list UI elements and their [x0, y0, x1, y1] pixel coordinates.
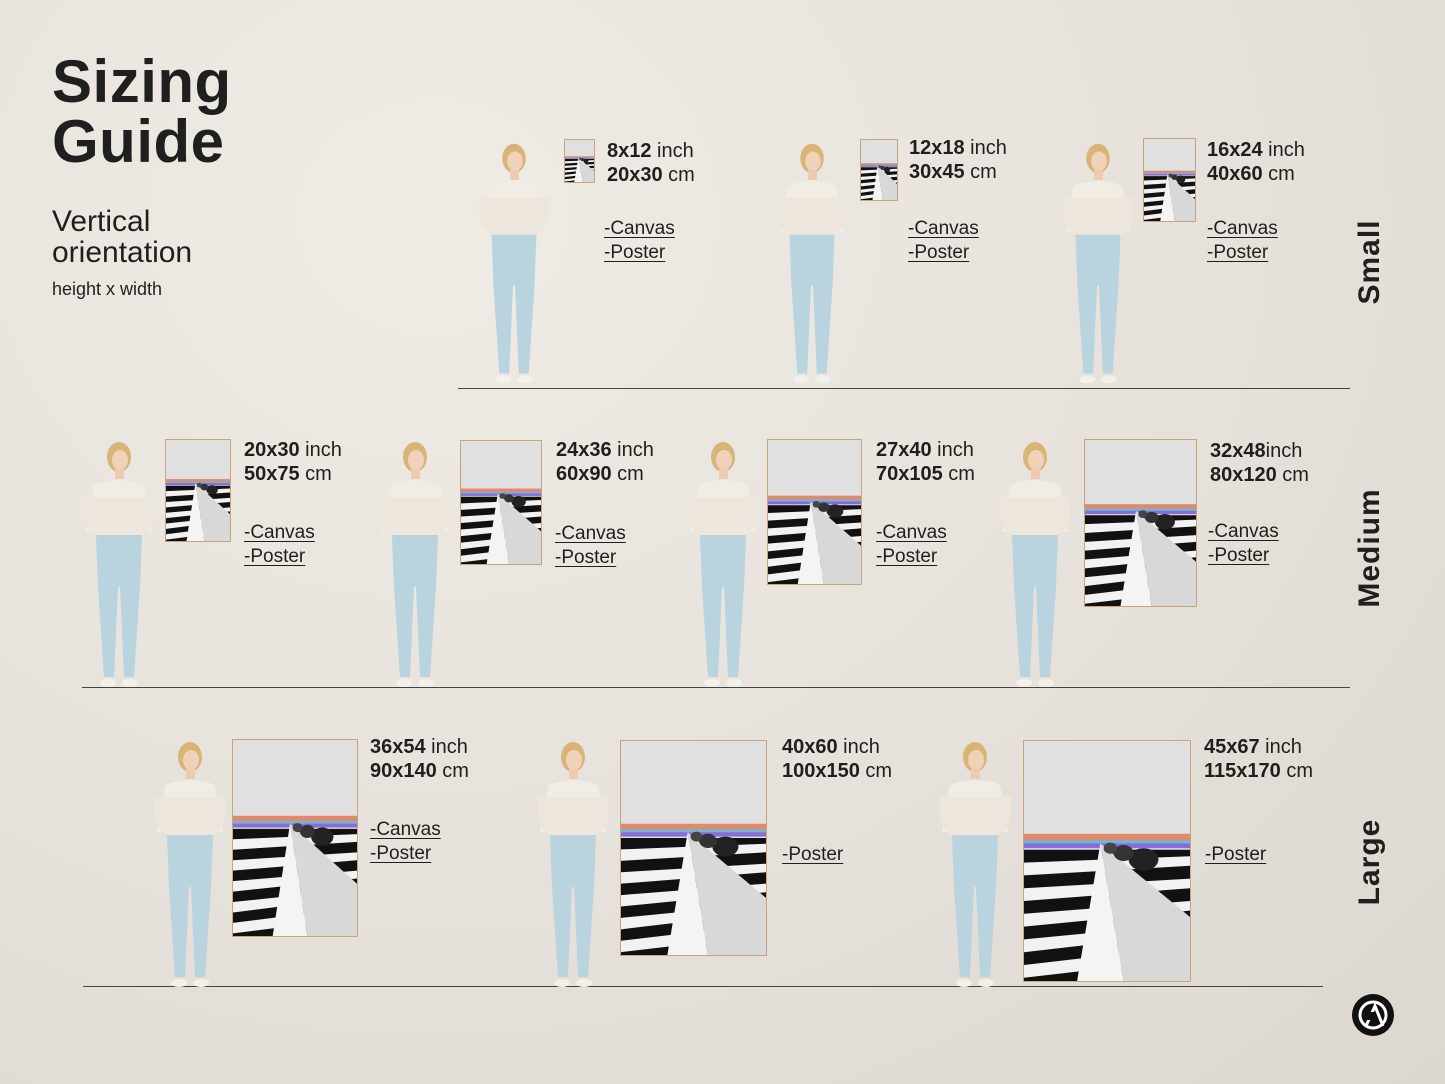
format-option-link[interactable]: -Canvas — [604, 218, 675, 239]
format-option-link[interactable]: -Canvas — [908, 218, 979, 239]
format-option-link[interactable]: -Canvas — [555, 523, 626, 544]
format-options: -Poster — [1205, 843, 1266, 867]
size-cm: 30x45 cm — [909, 161, 997, 183]
format-option-link[interactable]: -Poster — [908, 242, 970, 263]
shelf-large — [83, 986, 1323, 987]
format-option-link[interactable]: -Poster — [555, 547, 617, 568]
artwork-frame-12x18 — [860, 139, 898, 201]
size-cm: 40x60 cm — [1207, 163, 1295, 185]
size-label: 32x48inch 80x120 cm — [1210, 439, 1309, 487]
size-cm: 100x150 cm — [782, 760, 893, 782]
size-label: 36x54 inch 90x140 cm — [370, 735, 469, 783]
format-option-link[interactable]: -Canvas — [1208, 521, 1279, 542]
model-figure — [74, 437, 164, 693]
format-options: -Canvas -Poster — [1207, 217, 1278, 265]
size-inch: 40x60 inch — [782, 736, 880, 758]
model-figure — [370, 437, 460, 693]
section-label-large: Large — [1353, 818, 1386, 906]
model-figure — [528, 737, 618, 993]
artwork-frame-16x24 — [1143, 138, 1196, 222]
format-option-link[interactable]: -Canvas — [244, 522, 315, 543]
format-option-link[interactable]: -Poster — [1205, 844, 1267, 865]
format-options: -Canvas -Poster — [370, 818, 441, 866]
format-options: -Canvas -Poster — [244, 521, 315, 569]
format-options: -Canvas -Poster — [555, 522, 626, 570]
size-inch: 20x30 inch — [244, 439, 342, 461]
artwork-frame-45x67 — [1023, 740, 1191, 982]
format-options: -Canvas -Poster — [908, 217, 979, 265]
orientation-subtitle: Vertical orientation — [52, 206, 192, 268]
size-label: 16x24 inch 40x60 cm — [1207, 138, 1305, 186]
shelf-small — [458, 388, 1350, 389]
model-figure — [145, 737, 235, 993]
size-inch: 24x36 inch — [556, 439, 654, 461]
size-cm: 70x105 cm — [876, 463, 975, 485]
format-options: -Poster — [782, 843, 843, 867]
format-option-link[interactable]: -Canvas — [1207, 218, 1278, 239]
section-label-small: Small — [1353, 219, 1386, 305]
size-label: 12x18 inch 30x45 cm — [909, 136, 1007, 184]
shelf-medium — [82, 687, 1350, 688]
size-cm: 50x75 cm — [244, 463, 332, 485]
subtitle-line-2: orientation — [52, 236, 193, 269]
format-option-link[interactable]: -Poster — [1208, 545, 1270, 566]
artwork-frame-27x40 — [767, 439, 862, 585]
size-label: 24x36 inch 60x90 cm — [556, 438, 654, 486]
size-inch: 32x48inch — [1210, 440, 1303, 462]
artwork-frame-40x60 — [620, 740, 767, 956]
size-cm: 90x140 cm — [370, 760, 469, 782]
section-label-medium: Medium — [1353, 488, 1386, 608]
format-option-link[interactable]: -Poster — [876, 546, 938, 567]
size-cm: 115x170 cm — [1204, 760, 1313, 782]
model-figure — [1054, 138, 1142, 390]
artwork-frame-20x30 — [165, 439, 231, 542]
format-option-link[interactable]: -Poster — [1207, 242, 1269, 263]
size-inch: 36x54 inch — [370, 736, 468, 758]
model-figure — [470, 138, 558, 390]
model-figure — [768, 138, 856, 390]
format-option-link[interactable]: -Poster — [604, 242, 666, 263]
title-line-1: Sizing — [52, 48, 232, 115]
size-label: 20x30 inch 50x75 cm — [244, 438, 342, 486]
size-cm: 80x120 cm — [1210, 464, 1309, 486]
subtitle-line-1: Vertical — [52, 205, 151, 238]
size-label: 40x60 inch 100x150 cm — [782, 735, 892, 783]
format-option-link[interactable]: -Poster — [370, 843, 432, 864]
title-line-2: Guide — [52, 108, 225, 175]
format-option-link[interactable]: -Poster — [244, 546, 306, 567]
size-cm: 60x90 cm — [556, 463, 644, 485]
size-inch: 45x67 inch — [1204, 736, 1302, 758]
size-label: 45x67 inch 115x170 cm — [1204, 735, 1313, 783]
format-options: -Canvas -Poster — [604, 217, 675, 265]
format-option-link[interactable]: -Poster — [782, 844, 844, 865]
model-figure — [678, 437, 768, 693]
format-options: -Canvas -Poster — [876, 521, 947, 569]
format-option-link[interactable]: -Canvas — [370, 819, 441, 840]
artwork-frame-24x36 — [460, 440, 542, 565]
artwork-frame-32x48 — [1084, 439, 1197, 607]
dimension-note: height x width — [52, 279, 163, 299]
artwork-frame-36x54 — [232, 739, 358, 937]
size-label: 8x12 inch 20x30 cm — [607, 139, 695, 187]
size-inch: 8x12 inch — [607, 140, 694, 162]
size-inch: 27x40 inch — [876, 439, 974, 461]
size-label: 27x40 inch 70x105 cm — [876, 438, 975, 486]
model-figure — [930, 737, 1020, 993]
ca-logo-icon[interactable] — [1352, 994, 1394, 1036]
size-inch: 12x18 inch — [909, 137, 1007, 159]
size-cm: 20x30 cm — [607, 164, 695, 186]
format-option-link[interactable]: -Canvas — [876, 522, 947, 543]
page-title: Sizing Guide — [52, 52, 232, 172]
artwork-frame-8x12 — [564, 139, 595, 183]
format-options: -Canvas -Poster — [1208, 520, 1279, 568]
model-figure — [990, 437, 1080, 693]
size-inch: 16x24 inch — [1207, 139, 1305, 161]
